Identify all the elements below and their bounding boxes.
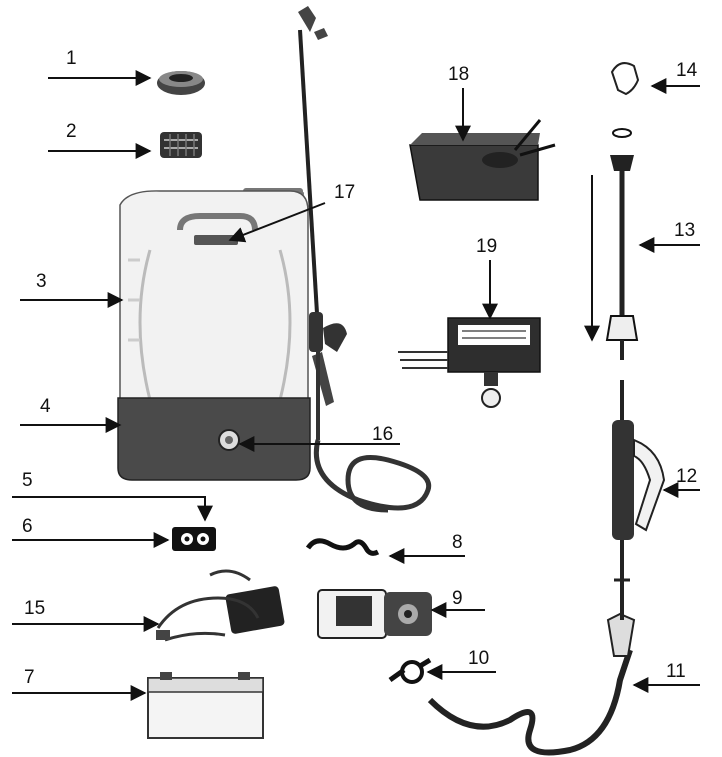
part-9-pump [317, 589, 432, 639]
part-2-filter [160, 132, 202, 158]
callout-6: 6 [22, 516, 33, 537]
part-11-hose [427, 612, 636, 756]
callout-2: 2 [66, 121, 77, 142]
callout-5: 5 [22, 470, 33, 491]
arrow-17 [228, 202, 326, 243]
arrow-5 [12, 496, 213, 522]
part-6-switch-plate [172, 527, 216, 551]
part-7-battery [147, 672, 264, 739]
callout-11: 11 [666, 661, 686, 682]
leader-arrows [12, 70, 700, 701]
tank-lance [298, 6, 432, 513]
callout-1: 1 [66, 48, 77, 69]
part-8-hose-clip [305, 538, 380, 556]
callout-10: 10 [468, 648, 489, 669]
callout-15: 15 [24, 598, 45, 619]
part-3-tank-body [119, 188, 309, 412]
part-4-tank-base [117, 397, 311, 481]
part-12-handle-valve [612, 380, 666, 620]
callout-8: 8 [452, 532, 463, 553]
callout-labels: 1 2 3 4 5 6 7 8 9 10 11 12 13 14 15 16 1… [22, 48, 698, 688]
part-19-controller [398, 317, 541, 408]
part-16-pressure-knob [218, 429, 240, 451]
callout-16: 16 [372, 424, 393, 445]
part-15-charger [156, 569, 285, 642]
part-18-battery-box [409, 119, 556, 201]
callout-13: 13 [674, 220, 695, 241]
part-14-nozzle [610, 62, 640, 96]
callout-18: 18 [448, 64, 469, 85]
callout-4: 4 [40, 396, 51, 417]
part-10-connector [388, 657, 432, 684]
callout-14: 14 [676, 60, 698, 81]
callout-3: 3 [36, 271, 47, 292]
callout-12: 12 [676, 466, 697, 487]
part-1-tank-cap [157, 71, 205, 95]
callout-19: 19 [476, 236, 497, 257]
callout-17: 17 [334, 182, 355, 203]
callout-7: 7 [24, 667, 35, 688]
part-13-lance [605, 128, 639, 360]
part-17-tank-lid [194, 235, 238, 245]
callout-9: 9 [452, 588, 463, 609]
